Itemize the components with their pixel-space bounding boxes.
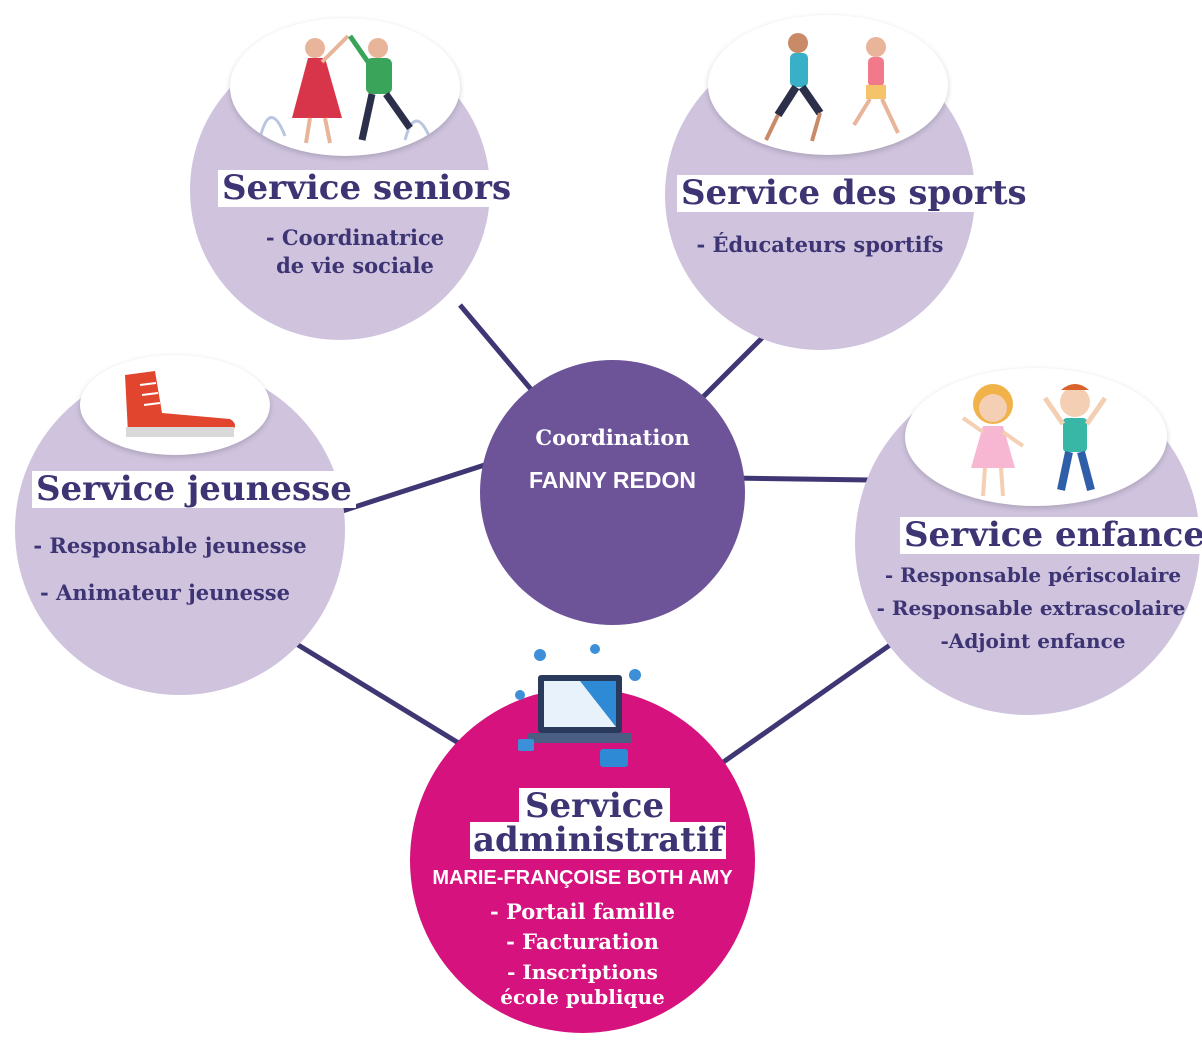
admin-title-line1: Service	[519, 787, 671, 826]
dancing-seniors-icon	[230, 18, 460, 156]
connector-enfance-admin	[710, 642, 892, 773]
sports-item-1: - Éducateurs sportifs	[696, 232, 944, 257]
connector-seniors	[458, 303, 542, 402]
admin-item-3: - Inscriptions	[507, 960, 658, 984]
enfance-item-1: - Responsable périscolaire	[884, 563, 1182, 587]
coordinator-name: FANNY REDON	[529, 467, 696, 493]
connector-enfance	[729, 475, 871, 483]
admin-item-4: école publique	[500, 985, 665, 1009]
laptop-icon	[500, 635, 660, 785]
admin-head: MARIE-FRANÇOISE BOTH AMY	[432, 867, 733, 889]
seniors-title: Service seniors	[218, 169, 516, 208]
connector-jeunesse	[329, 457, 501, 518]
connector-jeunesse-admin	[288, 637, 472, 753]
connector-sports	[698, 328, 772, 402]
admin-title-line2: administratif	[470, 821, 727, 860]
jeunesse-item-2: - Animateur jeunesse	[40, 580, 290, 605]
coordination-circle	[480, 360, 745, 625]
admin-item-2: - Facturation	[506, 929, 659, 954]
kids-icon	[905, 368, 1167, 506]
sneaker-icon	[80, 355, 270, 455]
enfance-item-2: - Responsable extrascolaire	[876, 596, 1186, 620]
enfance-title: Service enfance	[900, 516, 1202, 555]
sports-title: Service des sports	[677, 174, 1031, 213]
admin-circle	[410, 688, 755, 1033]
jeunesse-title: Service jeunesse	[32, 470, 356, 509]
runners-icon	[708, 15, 948, 155]
enfance-item-3: -Adjoint enfance	[940, 629, 1126, 653]
jeunesse-item-1: - Responsable jeunesse	[33, 533, 307, 558]
coordination-label: Coordination	[535, 425, 690, 450]
seniors-item-1: - Coordinatrice	[265, 225, 445, 250]
admin-item-1: - Portail famille	[489, 899, 676, 924]
seniors-item-2: de vie sociale	[276, 253, 434, 278]
